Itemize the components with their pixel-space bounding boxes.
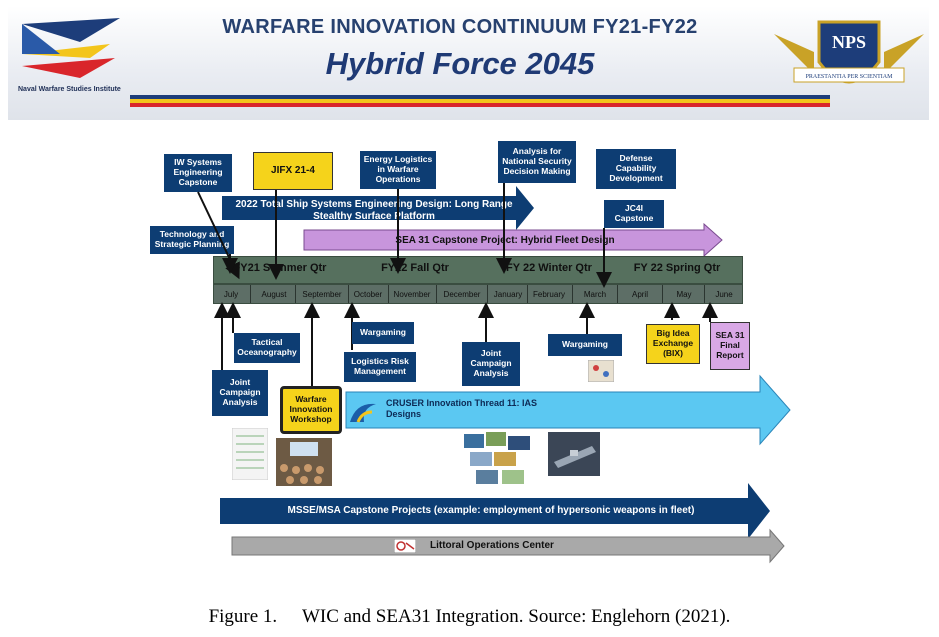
month-label: March <box>583 290 607 299</box>
msse-arrow <box>220 483 770 539</box>
caption-label: Figure 1. <box>208 606 278 627</box>
month-divider <box>704 285 705 303</box>
littoral-text: Littoral Operations Center <box>430 540 554 551</box>
month-label: October <box>353 290 383 299</box>
month-divider <box>348 285 349 303</box>
seal-acronym: NPS <box>832 32 866 52</box>
month-label: December <box>443 290 481 299</box>
month-divider <box>487 285 488 303</box>
org-name: Naval Warfare Studies Institute <box>18 86 121 93</box>
sea31-final-box: SEA 31 Final Report <box>710 322 750 370</box>
month-label: August <box>261 290 287 299</box>
total-ship-text: 2022 Total Ship Systems Engineering Desi… <box>235 199 513 222</box>
nwsi-logo-icon <box>22 18 120 78</box>
month-label: September <box>302 290 342 299</box>
defense-capability-box: Defense Capability Development <box>596 149 676 189</box>
sea31-arrow <box>303 222 723 258</box>
wargaming-box-2: Wargaming <box>548 334 622 356</box>
vessel-render-icon <box>548 432 600 476</box>
audience-photo-icon <box>276 438 332 486</box>
title-line2: Hybrid Force 2045 <box>325 46 595 81</box>
month-divider <box>527 285 528 303</box>
chart-thumbnail-icon <box>232 428 268 480</box>
jc4i-box: JC4I Capstone <box>604 200 664 228</box>
cruser-text: CRUSER Innovation Thread 11: IAS Designs <box>386 398 538 420</box>
littoral-arrow <box>231 528 785 564</box>
warfare-workshop-box: Warfare Innovation Workshop <box>280 386 342 434</box>
month-divider <box>617 285 618 303</box>
jifx-box: JIFX 21-4 <box>253 152 333 190</box>
month-divider <box>572 285 573 303</box>
logistics-risk-box: Logistics Risk Management <box>344 352 416 382</box>
iw-systems-box: IW Systems Engineering Capstone <box>164 154 232 192</box>
month-divider <box>662 285 663 303</box>
tactical-ocean-box: Tactical Oceanography <box>234 333 300 363</box>
joint-campaign-box-jan: Joint Campaign Analysis <box>462 342 520 386</box>
month-label: May <box>676 290 692 299</box>
banner-stripe-yellow <box>130 99 830 103</box>
figure-caption: Figure 1. WIC and SEA31 Integration. Sou… <box>0 606 939 628</box>
design-collage-icon <box>464 432 530 484</box>
month-label: November <box>393 290 431 299</box>
month-divider <box>388 285 389 303</box>
cruser-arrow <box>345 374 791 446</box>
month-label: February <box>532 290 565 299</box>
wargaming-box: Wargaming <box>352 322 414 344</box>
month-label: June <box>715 290 733 299</box>
month-divider <box>295 285 296 303</box>
banner-stripe-red <box>130 103 830 107</box>
caption-text: WIC and SEA31 Integration. Source: Engle… <box>301 606 731 627</box>
wargame-map-icon <box>588 360 614 382</box>
wave-logo-icon <box>350 403 376 423</box>
nps-seal-icon: NPS PRAESTANTIA PER SCIENTIAM <box>774 20 924 84</box>
month-divider <box>250 285 251 303</box>
joint-campaign-box-jul: Joint Campaign Analysis <box>212 370 268 416</box>
littoral-logo-icon <box>394 539 416 553</box>
total-ship-arrow <box>222 186 534 230</box>
title-line1: WARFARE INNOVATION CONTINUUM FY21-FY22 <box>222 16 698 38</box>
quarter-bar <box>213 256 743 284</box>
big-idea-box: Big Idea Exchange (BIX) <box>646 324 700 364</box>
month-label: January <box>493 290 523 299</box>
month-label: April <box>631 290 648 299</box>
month-divider <box>436 285 437 303</box>
quarter-label: FY 22 Spring Qtr <box>633 262 721 274</box>
quarter-label: FY 22 Winter Qtr <box>506 262 592 274</box>
banner-stripe-blue <box>130 95 830 99</box>
msse-text: MSSE/MSA Capstone Projects (example: emp… <box>287 505 695 516</box>
month-label: July <box>223 290 239 299</box>
analysis-nsdm-box: Analysis for National Security Decision … <box>498 141 576 183</box>
seal-motto: PRAESTANTIA PER SCIENTIAM <box>806 74 894 80</box>
energy-logistics-box: Energy Logistics in Warfare Operations <box>360 151 436 189</box>
